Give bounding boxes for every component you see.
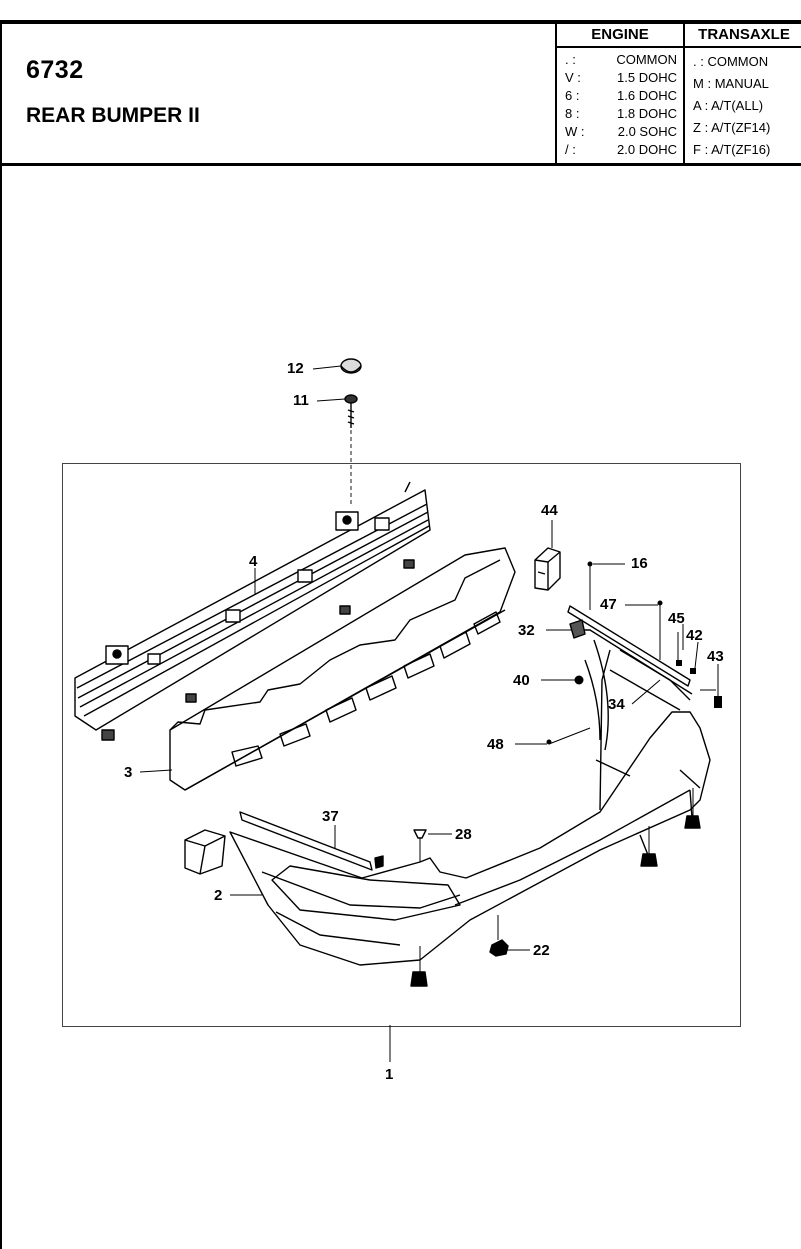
page-left-rule — [0, 22, 2, 1249]
part-label-47: 47 — [600, 596, 617, 613]
part-label-22: 22 — [533, 942, 550, 959]
page-title: REAR BUMPER II — [26, 104, 200, 127]
part-label-12: 12 — [287, 360, 304, 377]
transaxle-row: F : A/T(ZF16) — [693, 142, 771, 157]
page-code: 6732 — [26, 56, 84, 84]
part-label-28: 28 — [455, 826, 472, 843]
clip-28 — [413, 829, 427, 862]
engine-heading: ENGINE — [591, 26, 649, 43]
header-bottom-rule — [0, 163, 801, 166]
engine-row: / :2.0 DOHC — [565, 142, 677, 157]
energy-absorber-3 — [169, 547, 516, 791]
engine-row: V :1.5 DOHC — [565, 70, 677, 85]
cap-12 — [340, 358, 362, 374]
part-label-1: 1 — [385, 1066, 394, 1083]
part-label-40: 40 — [513, 672, 530, 689]
part-label-16: 16 — [631, 555, 648, 572]
part-label-48: 48 — [487, 736, 504, 753]
spec-header-rule — [557, 46, 801, 48]
engine-row: 8 :1.8 DOHC — [565, 106, 677, 121]
clip-near-37 — [374, 855, 384, 869]
spec-table: ENGINE TRANSAXLE . :COMMON V :1.5 DOHC 6… — [555, 24, 801, 163]
spec-column-divider — [683, 24, 685, 163]
part-label-44: 44 — [541, 502, 558, 519]
engine-list: . :COMMON V :1.5 DOHC 6 :1.6 DOHC 8 :1.8… — [565, 51, 677, 159]
transaxle-heading: TRANSAXLE — [698, 26, 790, 43]
part-label-34: 34 — [608, 696, 625, 713]
bolt-11 — [344, 394, 358, 428]
diagram-frame — [62, 463, 741, 1027]
transaxle-row: A : A/T(ALL) — [693, 98, 764, 113]
part-label-45: 45 — [668, 610, 685, 627]
header: 6732 REAR BUMPER II ENGINE TRANSAXLE . :… — [0, 0, 801, 170]
transaxle-row: Z : A/T(ZF14) — [693, 120, 771, 135]
side-bracket-left — [184, 829, 226, 875]
header-top-rule — [0, 20, 801, 24]
part-label-43: 43 — [707, 648, 724, 665]
part-label-11: 11 — [293, 392, 309, 409]
bumper-beam-4 — [74, 481, 431, 741]
side-strip-37 — [239, 811, 373, 871]
part-label-42: 42 — [686, 627, 703, 644]
transaxle-row: . : COMMON — [693, 54, 769, 69]
part-label-32: 32 — [518, 622, 535, 639]
part-label-4: 4 — [249, 553, 258, 570]
transaxle-row: M : MANUAL — [693, 76, 769, 91]
engine-row: 6 :1.6 DOHC — [565, 88, 677, 103]
part-label-2: 2 — [214, 887, 223, 904]
transaxle-list: . : COMMON M : MANUAL A : A/T(ALL) Z : A… — [693, 51, 801, 161]
engine-row: W :2.0 SOHC — [565, 124, 677, 139]
part-label-3: 3 — [124, 764, 133, 781]
bracket-44 — [534, 547, 561, 591]
part-label-37: 37 — [322, 808, 339, 825]
bumper-cover-2 — [229, 639, 711, 966]
engine-row: . :COMMON — [565, 52, 677, 67]
